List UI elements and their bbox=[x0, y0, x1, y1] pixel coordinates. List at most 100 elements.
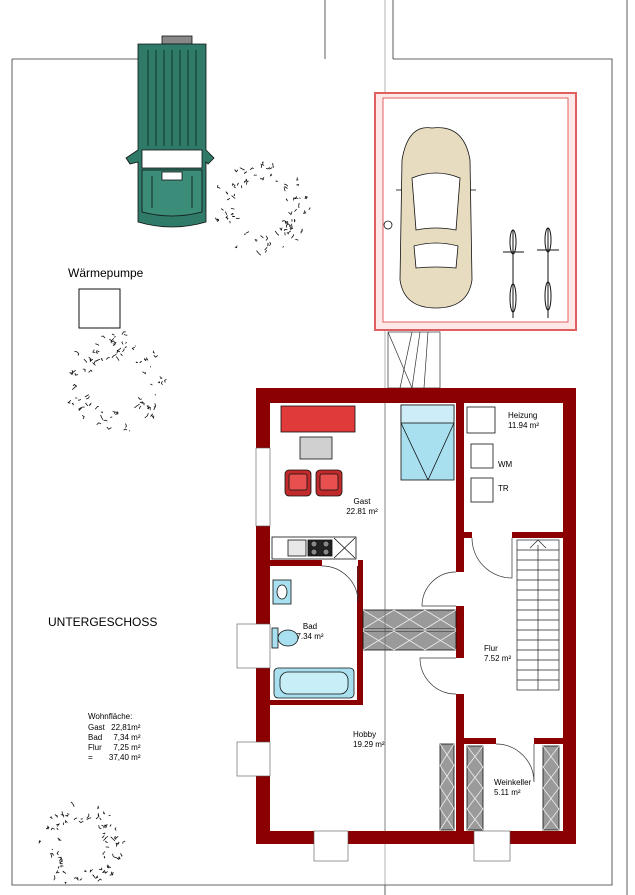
shrub-leaf bbox=[97, 805, 100, 810]
shrub-leaf bbox=[110, 836, 116, 842]
shrub-leaf bbox=[101, 869, 106, 873]
shrub-leaf bbox=[265, 249, 267, 253]
shrub-leaf bbox=[59, 857, 63, 861]
shrub-leaf bbox=[67, 399, 72, 404]
shrub-leaf bbox=[236, 182, 239, 186]
shrub-leaf bbox=[265, 167, 271, 170]
bathroom-fixtures bbox=[271, 579, 355, 699]
rack-mark bbox=[466, 745, 484, 768]
shrub-leaf bbox=[104, 824, 108, 829]
shrub-leaf bbox=[224, 211, 228, 216]
shrub-leaf bbox=[296, 177, 299, 181]
shrub-leaf bbox=[38, 840, 42, 844]
shelf-mark bbox=[424, 630, 457, 651]
shrub-leaf bbox=[125, 423, 127, 428]
shrub-leaf bbox=[106, 356, 110, 360]
shrub-leaf bbox=[221, 208, 224, 211]
shrub-leaf bbox=[107, 864, 112, 869]
shrub-leaf bbox=[88, 369, 93, 373]
shrub-leaf bbox=[96, 422, 102, 425]
shrub-leaf bbox=[283, 183, 289, 187]
shrub-leaf bbox=[106, 426, 112, 430]
shrub-leaf bbox=[84, 394, 90, 398]
shrub-leaf bbox=[120, 853, 123, 857]
shrub-leaf bbox=[144, 413, 149, 419]
shrub-leaf bbox=[115, 411, 119, 415]
shrub-leaf bbox=[303, 210, 306, 215]
shrub-leaf bbox=[105, 835, 109, 839]
shrub-leaf bbox=[244, 179, 248, 184]
table-row: =37,40 m² bbox=[88, 753, 141, 762]
shrub-leaf bbox=[131, 346, 135, 351]
shrub-leaf bbox=[103, 855, 106, 859]
shrub-leaf bbox=[56, 823, 61, 827]
shrub-leaf bbox=[281, 220, 287, 223]
shrub-leaf bbox=[91, 874, 96, 879]
shrub-leaf bbox=[77, 352, 80, 356]
shrub-leaf bbox=[301, 228, 303, 231]
shrub-leaf bbox=[139, 360, 142, 364]
shrub-leaf bbox=[70, 801, 75, 807]
shrub-leaf bbox=[141, 401, 145, 406]
shrub-leaf bbox=[57, 837, 62, 841]
shrub-leaf bbox=[66, 813, 70, 815]
shrub-leaf bbox=[112, 343, 116, 347]
shrub-leaf bbox=[269, 173, 273, 177]
shrub-leaf bbox=[304, 195, 308, 200]
shrub-leaf bbox=[102, 851, 106, 855]
shrub-leaf bbox=[144, 357, 149, 361]
shrub-leaf bbox=[283, 228, 288, 232]
jeep-top-view bbox=[125, 35, 215, 228]
shrub-leaf bbox=[137, 396, 142, 400]
shrub-leaf bbox=[79, 878, 83, 881]
shrub-leaf bbox=[86, 817, 92, 820]
shrub-leaf bbox=[231, 195, 236, 199]
shrub-leaf bbox=[150, 413, 154, 417]
shrub-leaf bbox=[72, 383, 78, 387]
shrub-leaf bbox=[100, 358, 104, 362]
shrub-leaf bbox=[282, 245, 284, 248]
shrub-leaf bbox=[262, 176, 265, 181]
shrub-leaf bbox=[64, 814, 69, 817]
floor-title: UNTERGESCHOSS bbox=[48, 615, 158, 629]
shrub-leaf bbox=[300, 230, 304, 234]
shrub-leaf bbox=[109, 338, 114, 342]
shrub-leaf bbox=[116, 411, 119, 414]
shrub-leaf bbox=[96, 350, 100, 353]
shrub-leaf bbox=[92, 362, 96, 366]
shrub-leaf bbox=[283, 187, 286, 192]
shrub-leaf bbox=[232, 215, 236, 218]
shrub-leaf bbox=[245, 178, 249, 182]
shrub-leaf bbox=[110, 341, 114, 344]
wine-racks bbox=[439, 743, 560, 831]
shrub-leaf bbox=[113, 336, 116, 338]
shrub-leaf bbox=[94, 405, 99, 410]
shrub-leaf bbox=[254, 238, 258, 242]
shrub-leaf bbox=[261, 163, 265, 166]
shrub-leaf bbox=[74, 372, 79, 376]
shrub-leaf bbox=[256, 250, 262, 256]
shelf-mark bbox=[362, 609, 395, 630]
shrub-leaf bbox=[115, 835, 119, 839]
shrub-leaf bbox=[102, 811, 106, 815]
shrub-leaf bbox=[304, 211, 307, 215]
shrub-leaf bbox=[285, 223, 289, 228]
shrub-leaf bbox=[287, 221, 289, 224]
shrub-leaf bbox=[71, 370, 74, 373]
shrub-leaf bbox=[62, 870, 67, 874]
shrub-leaf bbox=[108, 814, 111, 817]
shrub-leaf bbox=[269, 241, 272, 246]
shrub-leaf bbox=[50, 853, 53, 858]
shrub-leaf bbox=[46, 826, 49, 830]
shrub-leaf bbox=[230, 212, 234, 216]
shrub-leaf bbox=[286, 232, 290, 235]
rack-mark bbox=[542, 787, 560, 810]
shrub-leaf bbox=[267, 243, 269, 247]
shrub-leaf bbox=[225, 216, 229, 220]
